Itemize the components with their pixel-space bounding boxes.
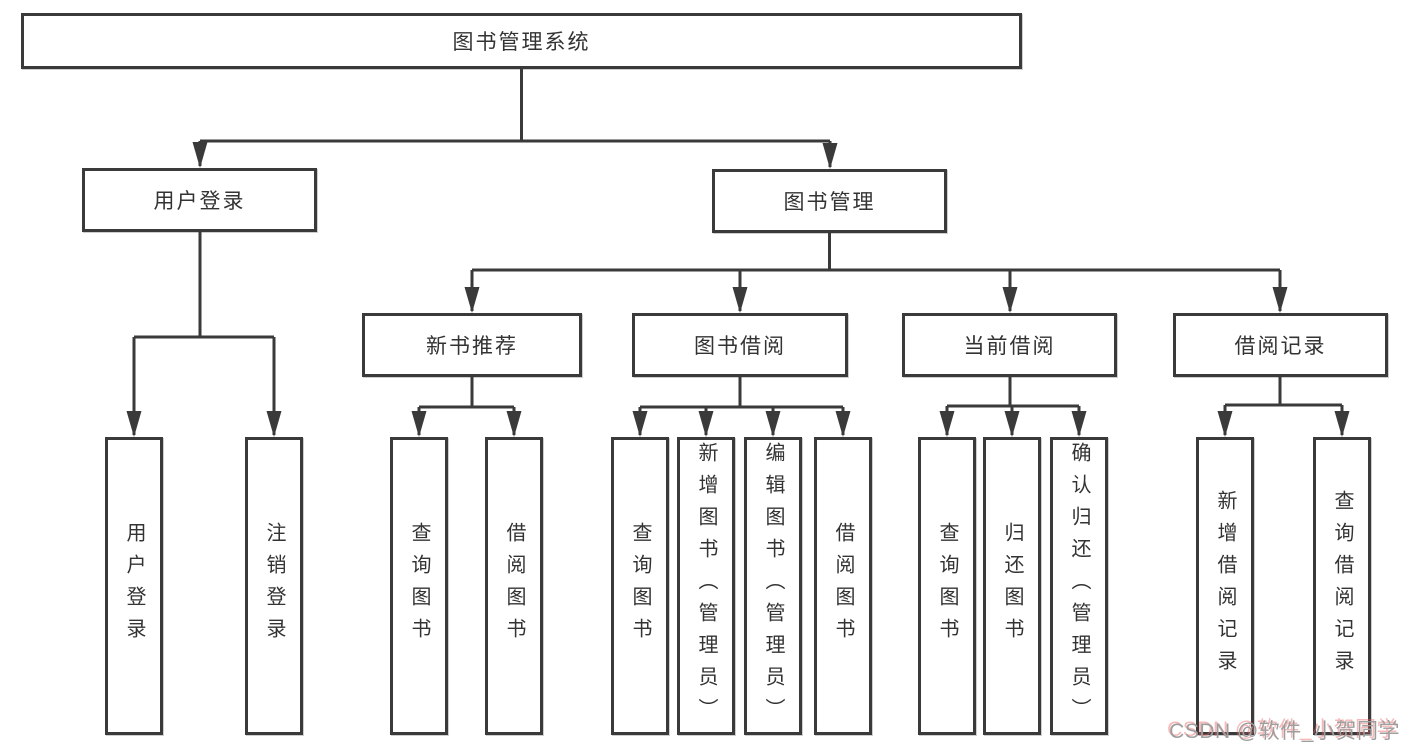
arrowhead-icon xyxy=(411,411,427,437)
arrowhead-icon xyxy=(939,411,955,437)
arrowhead-icon xyxy=(126,411,142,437)
arrowhead-icon xyxy=(732,287,748,313)
arrowhead-icon xyxy=(1272,287,1288,313)
node-label: 新书推荐 xyxy=(426,335,518,358)
arrowhead-icon xyxy=(1004,411,1020,437)
arrowhead-icon xyxy=(1002,287,1018,313)
node-book-borrow: 图书借阅 xyxy=(632,313,848,377)
edge-root-to-level2 xyxy=(198,69,832,167)
arrowhead-icon xyxy=(835,411,851,437)
node-book-management: 图书管理 xyxy=(712,169,947,233)
arrowhead-icon xyxy=(632,411,648,437)
edge-bookmgmt-to-level3 xyxy=(470,233,1282,311)
node-borrow-record: 借阅记录 xyxy=(1173,313,1388,377)
arrowhead-icon xyxy=(822,143,838,169)
node-current-borrow: 当前借阅 xyxy=(902,313,1117,377)
arrowhead-icon xyxy=(1071,411,1087,437)
leaf-query-book-newbook: 查询图书 xyxy=(390,437,448,735)
node-label: 确认归还（管理员） xyxy=(1068,442,1090,730)
node-new-book-recommend: 新书推荐 xyxy=(362,313,582,377)
leaf-query-book-current: 查询图书 xyxy=(918,437,976,735)
leaf-add-book-admin: 新增图书（管理员） xyxy=(677,437,735,735)
node-label: 新增借阅记录 xyxy=(1214,490,1236,682)
leaf-borrow-book-borrow: 借阅图书 xyxy=(814,437,872,735)
node-label: 编辑图书（管理员） xyxy=(762,442,784,730)
node-label: 查询图书 xyxy=(629,522,651,650)
node-label: 查询图书 xyxy=(408,522,430,650)
node-label: 当前借阅 xyxy=(963,335,1056,358)
node-label: 图书管理系统 xyxy=(452,31,591,54)
node-root: 图书管理系统 xyxy=(21,13,1022,69)
leaf-edit-book-admin: 编辑图书（管理员） xyxy=(744,437,802,735)
node-label: 用户登录 xyxy=(153,190,246,213)
node-label: 借阅记录 xyxy=(1234,335,1327,358)
tree-edges xyxy=(132,69,1344,435)
node-label: 归还图书 xyxy=(1001,522,1023,650)
edge-bookborrow-to-leaves xyxy=(638,377,845,435)
node-label: 查询图书 xyxy=(936,522,958,650)
arrowhead-icon xyxy=(1217,411,1233,437)
arrowhead-icon xyxy=(506,411,522,437)
node-label: 借阅图书 xyxy=(503,522,525,650)
node-user-login: 用户登录 xyxy=(82,168,317,232)
arrowhead-icon xyxy=(1334,411,1350,437)
leaf-confirm-return-admin: 确认归还（管理员） xyxy=(1050,437,1108,735)
arrowhead-icon xyxy=(266,411,282,437)
node-label: 查询借阅记录 xyxy=(1331,490,1353,682)
node-label: 新增图书（管理员） xyxy=(695,442,717,730)
node-label: 图书借阅 xyxy=(694,335,786,358)
leaf-add-borrow-record: 新增借阅记录 xyxy=(1196,437,1254,735)
arrowheads xyxy=(126,142,1350,437)
leaf-query-borrow-record: 查询借阅记录 xyxy=(1313,437,1371,735)
node-label: 注销登录 xyxy=(263,522,285,650)
arrowhead-icon xyxy=(464,287,480,313)
node-label: 用户登录 xyxy=(123,522,145,650)
leaf-return-book: 归还图书 xyxy=(983,437,1041,735)
leaf-borrow-book-newbook: 借阅图书 xyxy=(485,437,543,735)
arrowhead-icon xyxy=(698,411,714,437)
leaf-user-login: 用户登录 xyxy=(105,437,163,735)
node-label: 借阅图书 xyxy=(832,522,854,650)
leaf-query-book-borrow: 查询图书 xyxy=(611,437,669,735)
arrowhead-icon xyxy=(192,142,208,168)
node-label: 图书管理 xyxy=(783,191,876,214)
arrowhead-icon xyxy=(765,411,781,437)
watermark: CSDN @软件_小贺同学 xyxy=(1169,720,1400,743)
edge-borrowrecord-to-leaves xyxy=(1223,377,1344,435)
leaf-logout: 注销登录 xyxy=(245,437,303,735)
edge-userlogin-to-leaves xyxy=(132,232,276,435)
edge-newbook-to-leaves xyxy=(417,377,516,435)
